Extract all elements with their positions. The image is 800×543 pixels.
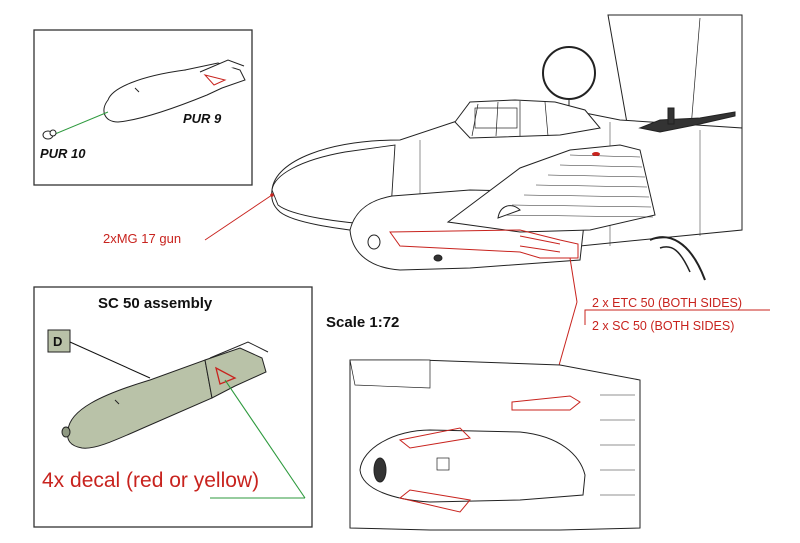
sc-callout: 2 x SC 50 (BOTH SIDES) — [592, 319, 734, 333]
gun-callout: 2xMG 17 gun — [103, 231, 181, 246]
rear-gun — [638, 107, 736, 133]
sc50-title: SC 50 assembly — [98, 295, 213, 312]
pur10-label: PUR 10 — [40, 146, 86, 161]
scale-label: Scale 1:72 — [326, 314, 399, 331]
sc50-bomb — [61, 341, 269, 449]
pur10-part — [42, 129, 57, 140]
aircraft-side-view — [271, 14, 743, 281]
inset-pur-parts — [33, 29, 253, 186]
pur9-label: PUR 9 — [183, 111, 222, 126]
decal-note: 4x decal (red or yellow) — [42, 469, 259, 492]
aircraft-top-view — [349, 359, 641, 531]
d-tag-label: D — [53, 334, 62, 349]
inset-sc50-assembly — [33, 286, 313, 528]
pur9-part — [103, 59, 246, 123]
etc-callout: 2 x ETC 50 (BOTH SIDES) — [592, 296, 742, 310]
